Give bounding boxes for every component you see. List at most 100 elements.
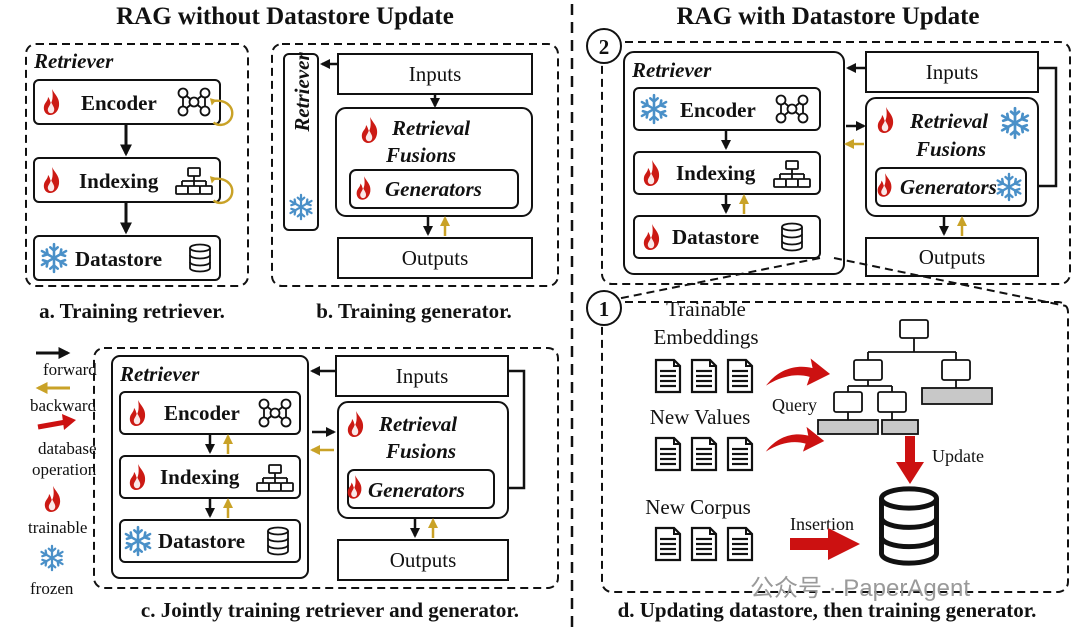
insertion-arrow-shaft — [790, 538, 830, 550]
database-icon — [189, 243, 211, 273]
document-icon — [654, 436, 682, 472]
step-1-label: 1 — [599, 297, 610, 321]
panel-2-generators-label: Generators — [900, 175, 997, 199]
panel-b-inputs-box: Inputs — [337, 53, 533, 95]
panel-b-retriever-label: Retriever — [290, 52, 314, 133]
panel-2-fusions-label: Fusions — [915, 137, 986, 161]
panel-c-indexing-label: Indexing — [160, 465, 240, 489]
legend-snowflake-icon — [40, 544, 64, 572]
document-icon — [690, 358, 718, 394]
panel-a-encoder-box: Encoder — [33, 79, 221, 125]
panel-b-retriever-bar: Retriever — [283, 52, 319, 231]
panel-b-fusions-label: Fusions — [385, 143, 456, 167]
panel-a-datastore-box: Datastore — [33, 235, 221, 281]
new-corpus-label: New Corpus — [645, 495, 751, 519]
panel-2-encoder-box: Encoder — [633, 87, 821, 131]
document-icon — [726, 436, 754, 472]
heading-left: RAG without Datastore Update — [116, 3, 454, 30]
document-icon — [690, 526, 718, 562]
panel-c-retriever: Retriever Encoder Indexing Datastore — [111, 355, 309, 579]
panel-c-datastore-box: Datastore — [119, 519, 301, 563]
legend-db-line — [37, 419, 67, 430]
panel-b-inputs-label: Inputs — [409, 62, 462, 86]
panel-2-retriever: Retriever Encoder Indexing Datastore — [623, 51, 845, 275]
panel-2-retriever-label: Retriever — [631, 58, 712, 82]
embedding-docs — [654, 358, 754, 394]
caption-c: c. Jointly training retriever and genera… — [141, 598, 519, 622]
panel-a-indexing-box: Indexing — [33, 157, 221, 203]
panel-c-fusions-label: Fusions — [385, 439, 456, 463]
caption-b: b. Training generator. — [316, 299, 512, 323]
panel-c-retrieval-label: Retrieval — [378, 412, 457, 436]
panel-2-generators-box — [875, 167, 1027, 207]
panel-2-datastore-label: Datastore — [672, 225, 759, 249]
panel-c-inputs-box: Inputs — [335, 355, 509, 397]
panel-b-frame — [271, 43, 559, 287]
panel-1-frame — [601, 301, 1069, 593]
panel-a-frame — [25, 43, 249, 287]
corpus-docs — [654, 526, 754, 562]
legend-trainable-label: trainable — [28, 518, 87, 537]
trainable-label: Trainable — [666, 297, 746, 321]
legend-frozen-label: frozen — [30, 579, 74, 598]
legend: forward backward database operation trai… — [28, 347, 97, 598]
panel-2-indexing-box: Indexing — [633, 151, 821, 195]
panel-2-encoder-label: Encoder — [680, 98, 756, 122]
panel-c-outputs-box: Outputs — [337, 539, 509, 581]
panel-b-retrieval-label: Retrieval — [391, 116, 470, 140]
panel-a-datastore-label: Datastore — [75, 247, 162, 271]
watermark: 公众号 · PaperAgent — [750, 575, 970, 602]
insertion-label: Insertion — [790, 514, 854, 534]
panel-c-indexing-box: Indexing — [119, 455, 301, 499]
panel-2-outputs-label: Outputs — [919, 245, 986, 269]
document-icon — [654, 358, 682, 394]
legend-flame-icon — [44, 486, 61, 512]
panel-c-frame — [93, 347, 559, 589]
panel-2-inputs-box: Inputs — [865, 51, 1039, 93]
panel-c-generators-box — [347, 469, 495, 509]
caption-d: d. Updating datastore, then training gen… — [618, 598, 1037, 622]
document-icon — [654, 526, 682, 562]
red-value-arrow-icon — [765, 426, 825, 452]
update-arrow-shaft — [905, 436, 915, 464]
insertion-arrow-head — [828, 528, 860, 560]
new-values-label: New Values — [650, 405, 751, 429]
panel-c-encoder-label: Encoder — [164, 401, 240, 425]
panel-2-outputs-box: Outputs — [865, 237, 1039, 277]
legend-db-arrowhead — [62, 414, 76, 430]
document-icon — [726, 358, 754, 394]
update-label: Update — [932, 446, 984, 466]
panel-c-fusion-box: Retrieval Fusions Generators — [337, 401, 509, 519]
legend-backward-label: backward — [30, 396, 97, 415]
panel-2-frame — [601, 41, 1071, 285]
legend-forward-label: forward — [43, 360, 97, 379]
update-arrow-head — [896, 462, 924, 484]
step-1-badge — [586, 290, 622, 326]
panel-c-datastore-label: Datastore — [158, 529, 245, 553]
panel-c-outputs-label: Outputs — [390, 548, 457, 572]
database-icon — [267, 526, 289, 556]
panel-b-outputs-label: Outputs — [402, 246, 469, 270]
panel-b-generators-label: Generators — [385, 177, 482, 201]
panel-2-retrieval-label: Retrieval — [909, 109, 988, 133]
index-tree — [817, 319, 993, 435]
legend-database-label: database — [38, 439, 97, 458]
panel-b-outputs-box: Outputs — [337, 237, 533, 279]
embeddings-label: Embeddings — [654, 325, 759, 349]
panel-a-indexing-label: Indexing — [79, 169, 159, 193]
panel-a-retriever-label: Retriever — [33, 49, 114, 73]
zoom-connector — [833, 257, 1067, 307]
red-query-arrow-icon — [765, 358, 831, 386]
zoom-connector — [601, 257, 821, 303]
heading-right: RAG with Datastore Update — [677, 3, 980, 30]
panel-c-generators-label: Generators — [368, 478, 465, 502]
panel-2-fusion-box: Retrieval Fusions Generators — [865, 97, 1039, 217]
panel-c-encoder-box: Encoder — [119, 391, 301, 435]
step-2-badge — [586, 28, 622, 64]
panel-2-inputs-label: Inputs — [926, 60, 979, 84]
step-2-label: 2 — [599, 35, 610, 59]
panel-b-fusion-box: Retrieval Fusions Generators — [335, 107, 533, 217]
panel-c-inputs-label: Inputs — [396, 364, 449, 388]
document-icon — [690, 436, 718, 472]
